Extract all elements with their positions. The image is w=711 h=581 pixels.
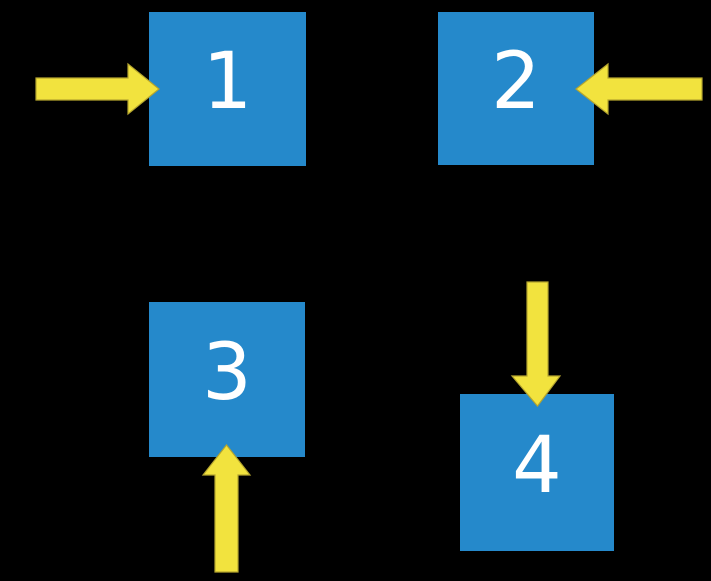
arrow-pointing-up-icon: [201, 444, 252, 573]
box-2: 2: [438, 12, 594, 165]
box-4-label: 4: [512, 420, 562, 511]
box-3-label: 3: [202, 327, 252, 418]
box-1: 1: [149, 12, 306, 166]
box-1-label: 1: [202, 37, 253, 127]
box-3: 3: [149, 302, 305, 457]
arrow-pointing-right-icon: [35, 62, 160, 116]
arrow-pointing-down-icon: [510, 281, 562, 407]
box-4: 4: [460, 394, 614, 551]
box-2-label: 2: [491, 36, 541, 127]
arrow-pointing-left-icon: [575, 62, 703, 116]
